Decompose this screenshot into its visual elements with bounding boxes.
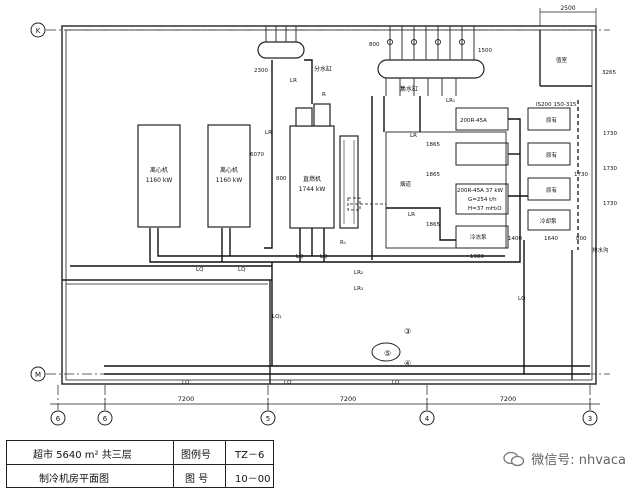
dim-1730a: 1730 (603, 131, 617, 137)
drawing-no-value: 10－00 (235, 474, 271, 485)
axis-1: 6 (56, 415, 61, 423)
pipe-lq-8: LQ (392, 380, 400, 386)
bay-dim-1: 7200 (178, 395, 195, 403)
pipe-lq-7: LQ (284, 380, 292, 386)
dim-800a: 800 (369, 42, 380, 48)
bay-dim-3: 7200 (500, 395, 517, 403)
dim-3265: 3265 (602, 70, 616, 76)
top-dimension (539, 8, 597, 26)
pipe-lr-mid: LR (410, 133, 417, 139)
mark-5: ⑤ (384, 349, 391, 358)
pipe-lr: LR (265, 130, 272, 136)
title-block: 超市 5640 m² 共三层 制冷机房平面图 图例号 TZ－6 图 号 10－0… (6, 440, 274, 488)
bay-dimension-line (50, 398, 600, 410)
dim-800c: 800 (576, 236, 587, 242)
drain-label: 排水沟 (592, 246, 609, 254)
duty-room-label: 值室 (556, 56, 568, 64)
pump2-line2: G=254 t/h (468, 197, 497, 203)
return-header-label: 集水缸 (400, 85, 418, 93)
axis-3: 5 (266, 415, 270, 423)
header-branch-valves (265, 26, 475, 96)
dim-1865c: 1865 (426, 222, 440, 228)
pump2-line1: 200R-45A 37 kW (457, 188, 504, 194)
wechat-watermark: 微信号: nhvaca (503, 449, 626, 468)
absorption-name: 直燃机 (303, 175, 321, 183)
dim-1730b: 1730 (603, 166, 617, 172)
section-marks (371, 342, 401, 362)
drawing-name: 制冷机房平面图 (39, 474, 109, 485)
pipe-lq-4: LQ (320, 254, 328, 260)
drawing-no-label: 图 号 (185, 474, 209, 485)
absorption-capacity: 1744 kW (299, 186, 326, 193)
dim-1730c: 1730 (603, 201, 617, 207)
watermark-text: 微信号: nhvaca (531, 453, 626, 468)
pump1-model: 200R-45A (460, 118, 487, 124)
mark-3: ③ (404, 327, 411, 336)
axis-2: 6 (103, 415, 108, 423)
axis-5: 3 (588, 415, 592, 423)
dim-1640: 1640 (544, 236, 558, 242)
supply-header-label: 分水缸 (314, 65, 332, 73)
pipe-lq-5: LQ (518, 296, 526, 302)
existing-pump-1: 原有 (546, 116, 558, 124)
pipe-r: R (322, 92, 326, 98)
chiller1-name: 离心机 (150, 166, 168, 174)
piping (70, 59, 590, 375)
existing-pump-3: 原有 (546, 186, 558, 194)
chiller2-capacity: 1160 kW (216, 177, 243, 184)
pipe-lq-3: LQ (296, 254, 304, 260)
flue-duct (347, 197, 386, 211)
dim-1400: 1400 (508, 236, 522, 242)
cooling-pump-label: 冷却泵 (540, 217, 557, 225)
axis-4: 4 (425, 415, 430, 423)
chiller1-capacity: 1160 kW (146, 177, 173, 184)
pipe-lr-top: LR (290, 78, 297, 84)
axis-bubbles (30, 22, 598, 426)
dim-1865a: 1865 (426, 142, 440, 148)
dim-800b: 800 (276, 176, 287, 182)
dim-2300: 2300 (254, 68, 268, 74)
dim-6070: 6070 (250, 152, 264, 158)
pipe-lr1: LR₁ (446, 98, 455, 104)
axis-k: K (36, 27, 41, 35)
dim-1980: 1980 (470, 254, 484, 260)
axis-m: M (35, 371, 41, 379)
centrifugal-chillers (137, 124, 251, 228)
existing-pump-2: 原有 (546, 151, 558, 159)
pump-spec: IS200 150-315 (536, 102, 577, 108)
fig-no-value: TZ－6 (235, 450, 265, 461)
pipe-lq-6: LQ (182, 380, 190, 386)
pipe-lr3: LR₃ (354, 286, 363, 292)
project-name: 超市 5640 m² 共三层 (33, 450, 132, 461)
pipe-r1: R₁ (340, 240, 346, 246)
dim-1500: 1500 (478, 48, 492, 54)
flue-label: 烟道 (400, 180, 412, 188)
pipe-lq1: LQ₁ (272, 314, 282, 320)
pump-groups (385, 107, 571, 249)
dim-1730d: 1730 (574, 172, 588, 178)
mark-4: ④ (404, 359, 411, 368)
dim-1865b: 1865 (426, 172, 440, 178)
wechat-icon (503, 451, 525, 467)
bay-dim-2: 7200 (340, 395, 357, 403)
dim-2500: 2500 (560, 5, 575, 12)
fig-no-label: 图例号 (181, 450, 211, 461)
pipe-lq-2: LQ (238, 267, 246, 273)
pump2-line3: H=37 mH₂O (468, 206, 502, 212)
pipe-lr-lower: LR (408, 212, 415, 218)
pipe-lq-1: LQ (196, 267, 204, 273)
chilled-pump-label: 冷冻泵 (470, 233, 487, 241)
pipe-lr2: LR₂ (354, 270, 363, 276)
water-headers (257, 41, 485, 79)
chiller2-name: 离心机 (220, 166, 238, 174)
